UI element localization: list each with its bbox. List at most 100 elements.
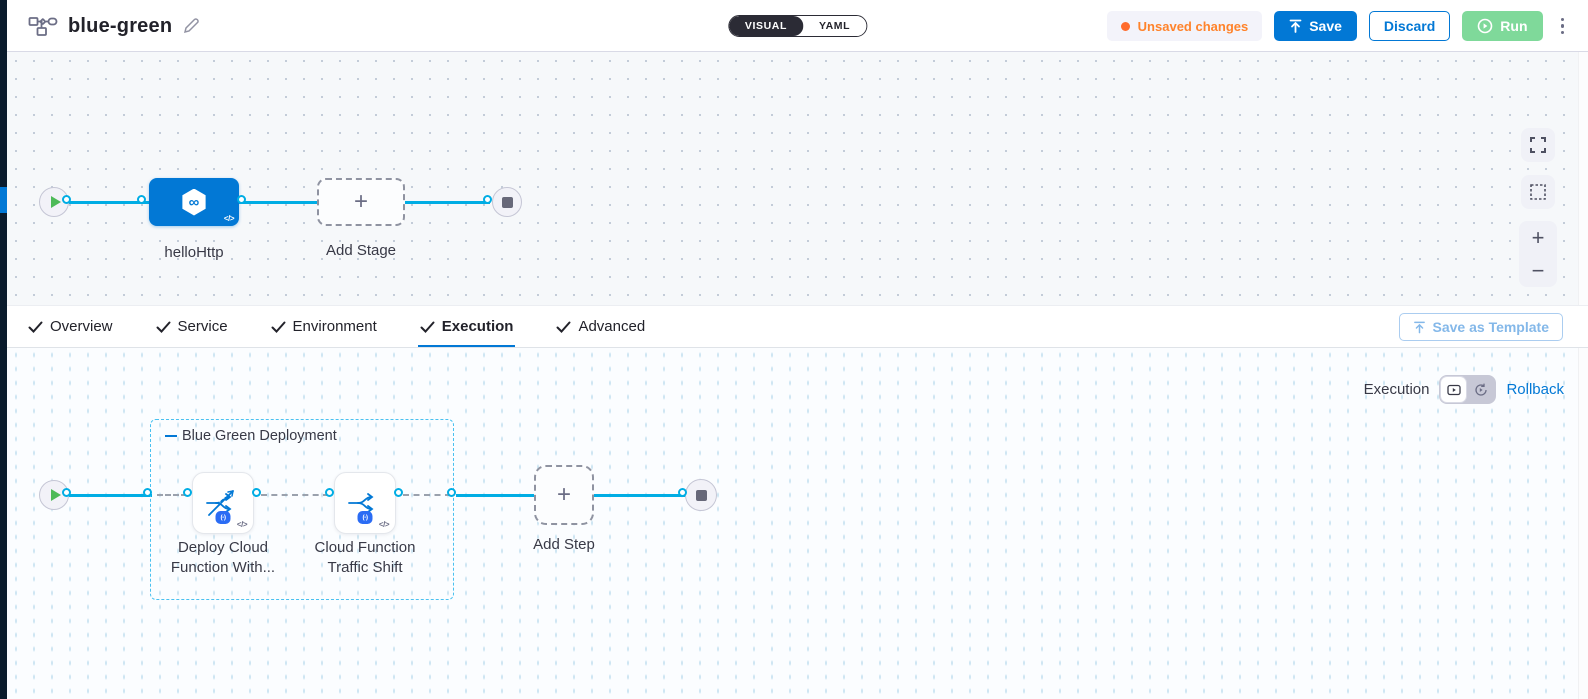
traffic-split-icon	[348, 493, 374, 513]
checkmark-icon	[156, 321, 171, 333]
more-options-kebab-icon[interactable]	[1555, 14, 1571, 39]
checkmark-icon	[420, 321, 435, 333]
step-connector-dashed	[157, 494, 187, 496]
step-cloud-function-traffic-shift[interactable]: (-) </>	[334, 472, 396, 534]
stage-canvas[interactable]: ∞ </> helloHttp + Add Stage + −	[7, 52, 1588, 305]
connector-port[interactable]	[237, 195, 246, 204]
rollback-link[interactable]: Rollback	[1506, 381, 1564, 398]
step-connector-dashed	[403, 494, 451, 496]
execution-start-node[interactable]	[39, 480, 69, 510]
edit-pencil-icon[interactable]	[182, 17, 200, 35]
tab-advanced[interactable]: Advanced	[556, 306, 645, 347]
tab-overview[interactable]: Overview	[28, 306, 113, 347]
rollback-view-icon[interactable]	[1467, 376, 1494, 403]
step-group-title: Blue Green Deployment	[165, 428, 337, 444]
execution-mode-label: Execution	[1363, 381, 1430, 398]
stop-square-icon	[501, 196, 513, 208]
cloud-function-badge-icon: (-)	[357, 511, 373, 524]
tab-label: Advanced	[578, 318, 646, 335]
tab-label: Overview	[50, 318, 113, 335]
add-stage-button[interactable]: +	[317, 178, 405, 226]
tab-label: Environment	[292, 318, 377, 335]
step-connector-line	[456, 494, 534, 497]
discard-button[interactable]: Discard	[1368, 11, 1451, 41]
run-button[interactable]: Run	[1462, 11, 1543, 41]
step-label-line2: Function With...	[170, 559, 276, 576]
toggle-yaml[interactable]: YAML	[802, 16, 867, 36]
execution-rollback-toggle[interactable]	[1439, 375, 1497, 404]
infinity-glyph: ∞	[188, 193, 200, 211]
code-glyph: </>	[223, 214, 235, 223]
connector-port[interactable]	[252, 488, 261, 497]
connector-port[interactable]	[137, 195, 146, 204]
add-stage-label: Add Stage	[325, 242, 397, 259]
checkmark-icon	[556, 321, 571, 333]
connector-port[interactable]	[483, 195, 492, 204]
fullscreen-button[interactable]	[1521, 128, 1555, 162]
connector-port[interactable]	[394, 488, 403, 497]
connector-port[interactable]	[62, 195, 71, 204]
pipeline-end-node[interactable]	[492, 187, 522, 217]
stage-node-hellohttp[interactable]: ∞ </>	[149, 178, 239, 226]
scroll-gutter	[1578, 348, 1588, 699]
tab-service[interactable]: Service	[156, 306, 228, 347]
step-connector-line	[69, 494, 152, 497]
step-group-blue-green-deployment[interactable]: Blue Green Deployment	[150, 419, 454, 600]
group-title-label: Blue Green Deployment	[182, 428, 337, 444]
save-as-template-button[interactable]: Save as Template	[1398, 313, 1563, 341]
scroll-gutter	[1578, 52, 1588, 305]
dashed-square-icon	[1530, 184, 1546, 200]
header-left: blue-green	[28, 0, 200, 52]
tab-label: Execution	[441, 318, 514, 335]
toggle-visual[interactable]: VISUAL	[728, 16, 803, 36]
play-triangle-icon	[50, 489, 61, 501]
pipeline-icon	[28, 14, 58, 38]
discard-label: Discard	[1383, 18, 1436, 34]
step-label-line1: Deploy Cloud	[177, 539, 269, 556]
connector-port[interactable]	[62, 488, 71, 497]
connector-port[interactable]	[678, 488, 687, 497]
stage-config-tabs: Overview Service Environment Execution A…	[7, 305, 1588, 348]
connector-port[interactable]	[143, 488, 152, 497]
selection-mode-button[interactable]	[1521, 175, 1555, 209]
tab-label: Service	[177, 318, 228, 335]
execution-end-node[interactable]	[685, 479, 717, 511]
step-deploy-cloud-function[interactable]: (-) </>	[192, 472, 254, 534]
code-glyph: </>	[378, 520, 390, 529]
upload-arrow-icon	[1289, 19, 1302, 33]
connector-port[interactable]	[325, 488, 334, 497]
stage-connector-line	[69, 201, 490, 204]
connector-port[interactable]	[183, 488, 192, 497]
zoom-controls: + −	[1519, 221, 1557, 287]
page-title: blue-green	[68, 14, 173, 37]
execution-mode-row: Execution Rollback	[1364, 375, 1564, 404]
checkmark-icon	[271, 321, 286, 333]
execution-view-icon[interactable]	[1440, 376, 1468, 403]
header-actions: Unsaved changes Save Discard	[1106, 0, 1571, 52]
code-glyph: </>	[236, 520, 248, 529]
run-label: Run	[1500, 18, 1528, 34]
tab-execution[interactable]: Execution	[417, 306, 516, 347]
zoom-out-button[interactable]: −	[1531, 257, 1545, 283]
cloud-function-badge-icon: (-)	[215, 511, 231, 524]
plus-icon: +	[353, 188, 368, 215]
unsaved-dot-icon	[1120, 21, 1130, 31]
save-as-template-label: Save as Template	[1432, 319, 1549, 335]
header: blue-green VISUAL YAML Unsaved changes	[7, 0, 1588, 52]
stop-square-icon	[695, 489, 707, 501]
execution-canvas[interactable]: Execution Rollback Blue Green Depl	[7, 348, 1588, 699]
step-label-line2: Traffic Shift	[327, 559, 403, 576]
expand-corners-icon	[1530, 137, 1546, 153]
upload-arrow-icon	[1413, 321, 1425, 333]
tab-environment[interactable]: Environment	[271, 306, 377, 347]
connector-port[interactable]	[447, 488, 456, 497]
step-label-line1: Cloud Function	[314, 539, 416, 556]
save-button[interactable]: Save	[1274, 11, 1357, 41]
save-label: Save	[1309, 18, 1342, 34]
add-step-button[interactable]: +	[534, 465, 594, 525]
zoom-in-button[interactable]: +	[1531, 224, 1545, 250]
step-connector-dashed	[261, 494, 329, 496]
unsaved-changes-label: Unsaved changes	[1137, 18, 1249, 34]
stage-name-label: helloHttp	[164, 244, 224, 261]
